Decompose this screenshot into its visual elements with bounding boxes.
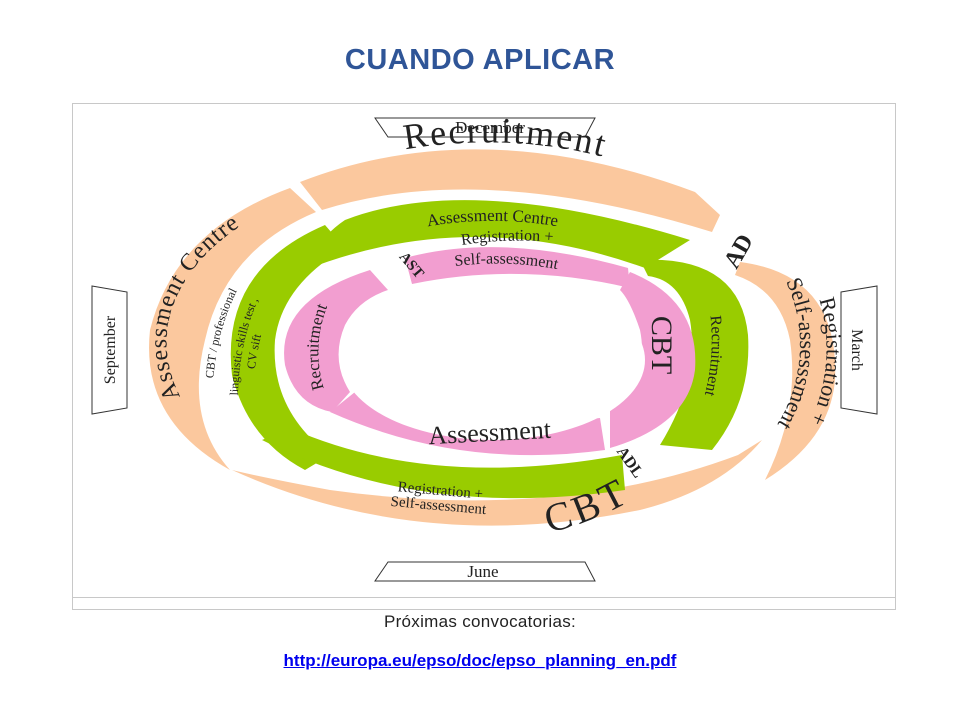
diagram-frame (72, 103, 896, 610)
middle-ring-bottom-segment (262, 428, 625, 499)
outer-ring-top-segment (300, 149, 720, 232)
inner-ring-right-segment (610, 272, 696, 448)
outer-ring (149, 149, 836, 526)
footer-link-container: http://europa.eu/epso/doc/epso_planning_… (0, 651, 960, 671)
inner-label-registration: Registration + (460, 228, 554, 249)
outer-ring-bottom-segment (232, 440, 762, 526)
middle-ring-top-segment (305, 200, 690, 270)
month-label-bottom: June (467, 562, 498, 581)
outer-ring-left-segment (149, 188, 316, 470)
month-tab-top: December (374, 117, 596, 138)
month-label-top: December (455, 118, 525, 137)
month-tab-bottom: June (374, 561, 596, 582)
month-label-right: March (848, 329, 865, 371)
month-label-left: September (102, 315, 119, 384)
middle-label-registration: Registration + (397, 479, 484, 502)
month-tab-right: March (840, 285, 878, 415)
inner-ring-left-segment (284, 270, 388, 412)
month-tab-left: September (91, 285, 128, 415)
inner-label-cbt: CBT (645, 316, 678, 374)
inner-label-assessment: Assessment (427, 415, 552, 450)
inner-label-self-assessment: Self-assessment (454, 251, 561, 274)
diagram-center (341, 280, 645, 440)
frame-divider (72, 597, 896, 598)
inner-ring-top-segment (405, 247, 630, 288)
outer-ring-right-segment (735, 262, 836, 480)
inner-ring (284, 247, 696, 456)
page-title: CUANDO APLICAR (344, 44, 616, 76)
middle-ring-left-segment (230, 225, 345, 470)
footer-caption: Próximas convocatorias: (383, 612, 577, 631)
epso-planning-link[interactable]: http://europa.eu/epso/doc/epso_planning_… (283, 651, 677, 670)
